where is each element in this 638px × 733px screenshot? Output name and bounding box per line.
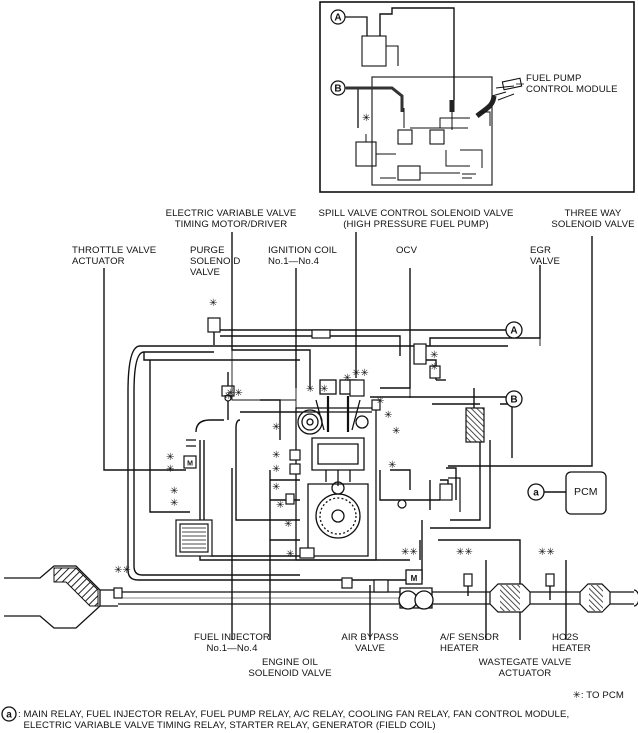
star-wg: ✳✳ <box>401 547 418 558</box>
label-fuel-pump-control-module: FUEL PUMP CONTROL MODULE <box>526 73 618 95</box>
star-throttle-top: ✳✳ <box>226 388 243 399</box>
label-evvt-motor-driver: ELECTRIC VARIABLE VALVE TIMING MOTOR/DRI… <box>165 208 297 230</box>
star-intake: ✳✳ <box>114 565 131 576</box>
turbocharger: M <box>398 569 434 610</box>
marker-A-text: A <box>510 326 517 337</box>
star-inset: ✳ <box>362 113 370 124</box>
label-fuel-injector: FUEL INJECTOR No.1—No.4 <box>194 632 270 654</box>
marker-B-text: B <box>510 395 517 406</box>
label-throttle-valve-actuator: THROTTLE VALVE ACTUATOR <box>72 245 157 267</box>
legend-note: : MAIN RELAY, FUEL INJECTOR RELAY, FUEL … <box>18 709 570 731</box>
star-inj: ✳ <box>276 500 284 511</box>
leader-lines <box>103 232 593 470</box>
label-af-sensor-heater: A/F SENSOR HEATER <box>440 632 500 654</box>
engine-block <box>295 379 377 561</box>
star-spill-1: ✳ <box>343 373 351 384</box>
label-ocv: OCV <box>396 245 418 256</box>
label-pcm: PCM <box>574 486 598 498</box>
svg-text:M: M <box>411 574 418 583</box>
label-spill-valve: SPILL VALVE CONTROL SOLENOID VALVE (HIGH… <box>318 208 514 230</box>
marker-a-text: a <box>533 488 539 499</box>
star-evvt-2: ✳ <box>320 384 328 395</box>
star-ign-2: ✳ <box>272 450 280 461</box>
star-ign-4: ✳ <box>272 482 280 493</box>
intercooler <box>175 519 213 557</box>
star-egr-1: ✳ <box>430 350 438 361</box>
star-tva-3: ✳ <box>170 486 178 497</box>
star-ocv: ✳ <box>376 396 384 407</box>
components: M <box>113 317 555 599</box>
marker-A-inset: A <box>334 13 341 24</box>
star-tws: ✳ <box>388 460 396 471</box>
label-air-bypass-valve: AIR BYPASS VALVE <box>341 632 399 654</box>
catalytic-converters <box>489 583 611 613</box>
star-tva-2: ✳ <box>166 464 174 475</box>
label-egr-valve: EGR VALVE <box>530 245 561 267</box>
star-purge: ✳ <box>209 298 217 309</box>
star-egr-2: ✳ <box>430 362 438 373</box>
star-af: ✳✳ <box>456 547 473 558</box>
label-to-pcm-note: ✳: TO PCM <box>572 690 624 701</box>
marker-B <box>505 390 523 408</box>
label-wastegate-valve-actuator: WASTEGATE VALVE ACTUATOR <box>478 657 572 679</box>
marker-a-legend <box>1 706 17 722</box>
star-tva-1: ✳ <box>166 452 174 463</box>
star-evvt-1: ✳ <box>306 384 314 395</box>
label-purge-solenoid: PURGE SOLENOID VALVE <box>190 245 241 278</box>
star-oil: ✳ <box>286 549 294 560</box>
star-spill-2: ✳✳ <box>352 368 369 379</box>
marker-A <box>505 321 523 339</box>
label-ignition-coil: IGNITION COIL No.1—No.4 <box>268 245 337 267</box>
label-engine-oil-solenoid: ENGINE OIL SOLENOID VALVE <box>248 657 332 679</box>
charcoal-canister <box>465 407 485 443</box>
star-ign-1: ✳ <box>272 422 280 433</box>
svg-text:M: M <box>187 461 193 468</box>
fuel-pump-inset <box>319 1 635 193</box>
pcm-box <box>565 471 607 515</box>
star-ocv-2: ✳ <box>384 410 392 421</box>
star-ign-3: ✳ <box>272 464 280 475</box>
marker-B-inset: B <box>334 84 341 95</box>
star-ho2s: ✳✳ <box>538 547 555 558</box>
label-three-way-solenoid: THREE WAY SOLENOID VALVE <box>551 208 635 230</box>
star-ocv-3: ✳ <box>392 426 400 437</box>
star-tva-4: ✳ <box>170 498 178 509</box>
marker-a-legend-text: a <box>6 710 12 721</box>
label-ho2s-heater: HO2S HEATER <box>552 632 591 654</box>
star-dd: ✳ <box>224 391 232 402</box>
star-inj-2: ✳ <box>284 519 292 530</box>
intake-exhaust-pipes <box>4 439 638 629</box>
